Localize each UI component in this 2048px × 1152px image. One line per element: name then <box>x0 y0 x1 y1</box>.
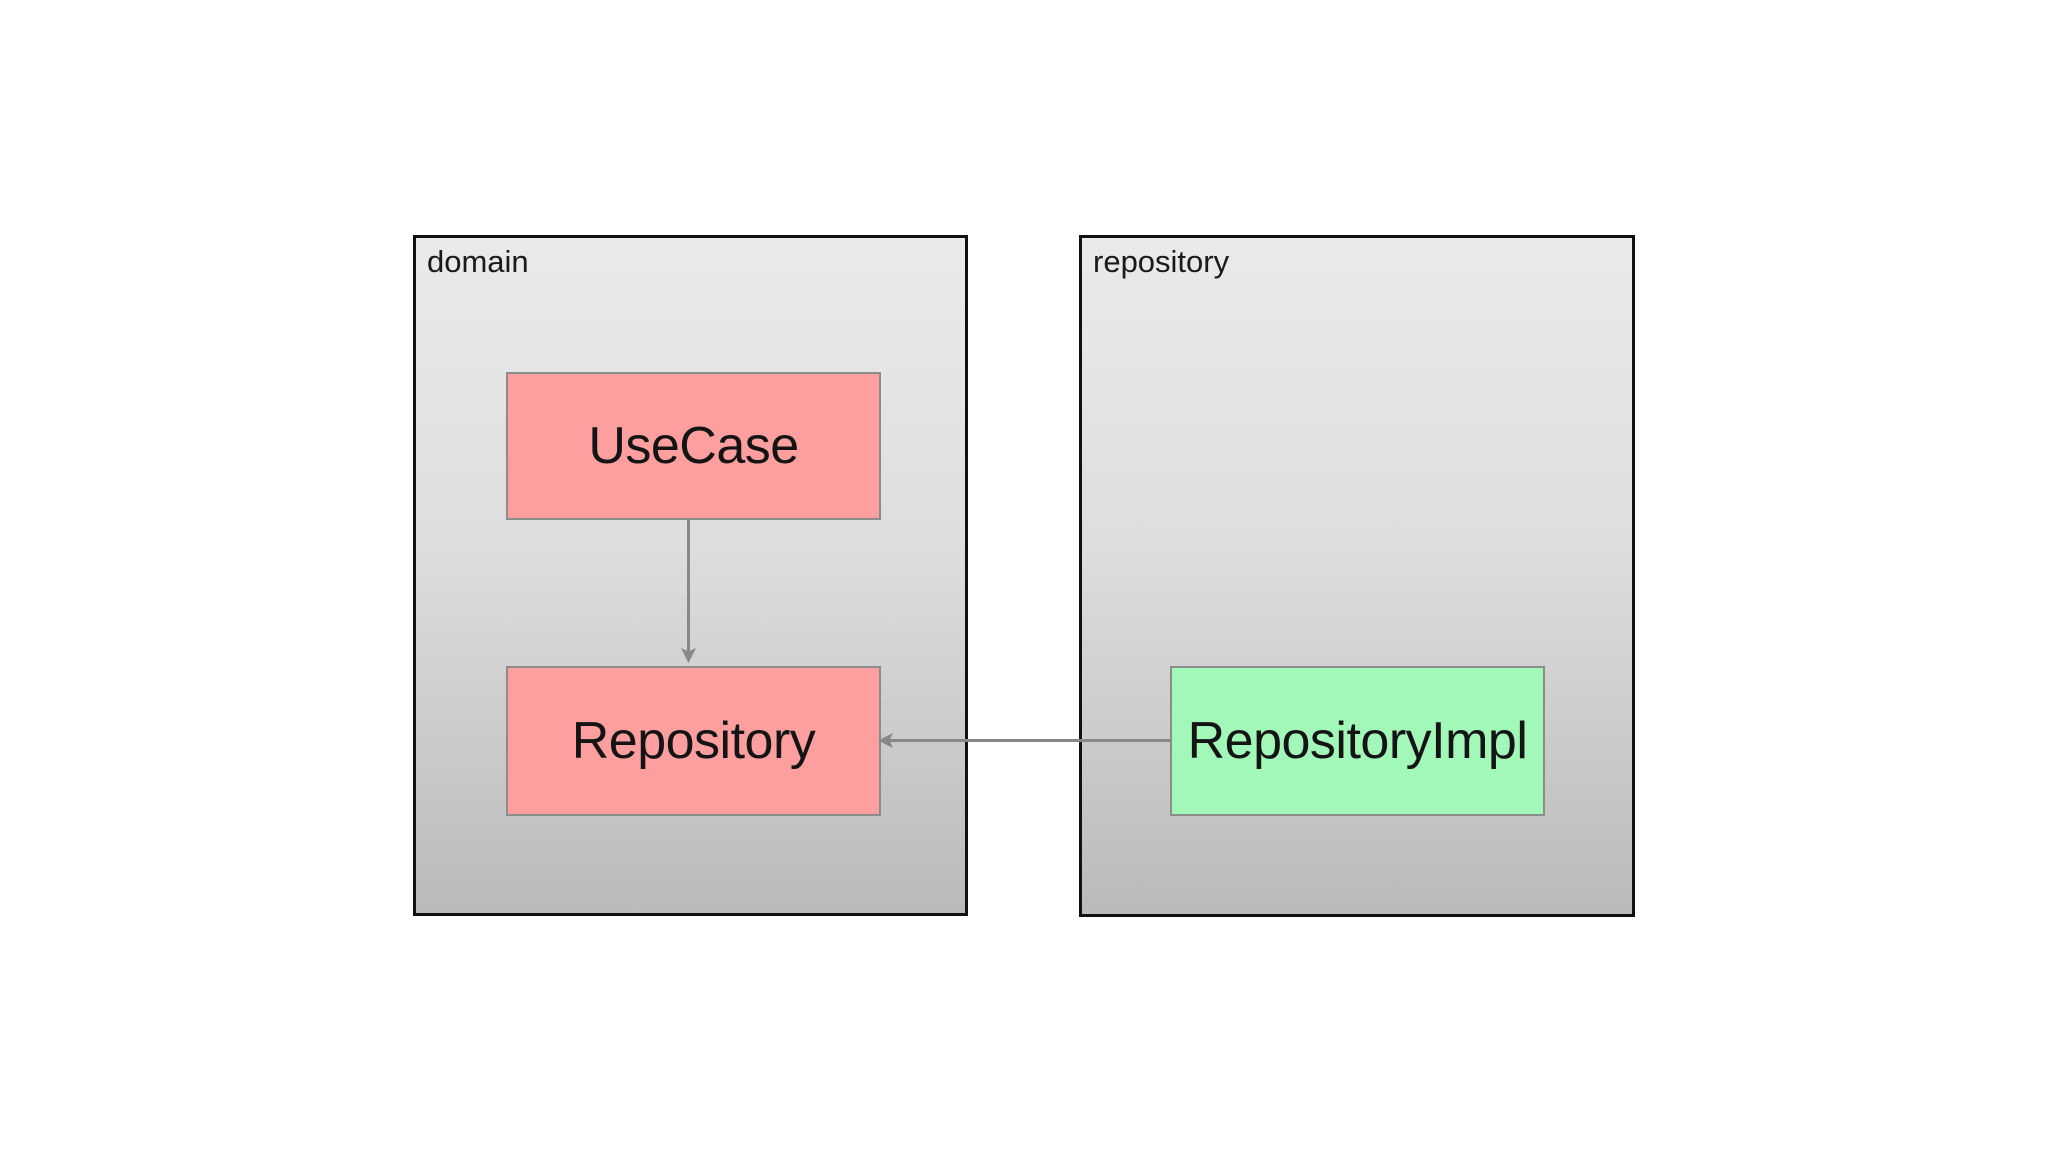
node-repository-label: Repository <box>571 712 816 770</box>
container-repository: repository RepositoryImpl <box>1079 235 1635 917</box>
node-repository: Repository <box>506 666 881 816</box>
container-domain: domain UseCase Repository <box>413 235 968 916</box>
node-usecase-label: UseCase <box>588 417 799 475</box>
node-usecase: UseCase <box>506 372 881 520</box>
container-repository-label: repository <box>1093 244 1230 279</box>
node-repositoryimpl-label: RepositoryImpl <box>1187 712 1528 770</box>
node-repositoryimpl: RepositoryImpl <box>1170 666 1545 816</box>
container-domain-label: domain <box>427 244 529 279</box>
